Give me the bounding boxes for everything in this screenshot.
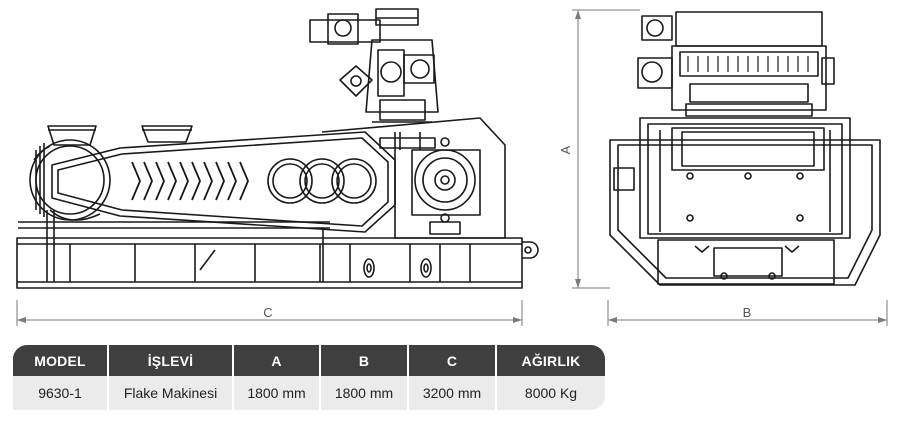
header-a: A xyxy=(234,345,321,376)
dimension-b-label: B xyxy=(743,305,752,320)
roller-drum xyxy=(29,139,111,221)
table-row: 9630-1 Flake Makinesi 1800 mm 1800 mm 32… xyxy=(13,376,605,410)
cell-function: Flake Makinesi xyxy=(109,376,234,410)
cell-b: 1800 mm xyxy=(321,376,409,410)
spec-table-header: MODEL İŞLEVİ A B C AĞIRLIK xyxy=(13,345,605,376)
gearbox-body xyxy=(321,117,506,239)
header-model: MODEL xyxy=(13,345,109,376)
cell-c: 3200 mm xyxy=(409,376,497,410)
feed-hoppers xyxy=(47,125,193,146)
arm-housing xyxy=(51,131,396,233)
dimension-c-label: C xyxy=(263,305,272,320)
base-frame xyxy=(16,210,539,289)
motor-tower xyxy=(309,8,439,123)
header-function: İŞLEVİ xyxy=(109,345,234,376)
front-view xyxy=(609,11,881,286)
machine-technical-drawing: C B A xyxy=(16,8,888,326)
header-c: C xyxy=(409,345,497,376)
header-b: B xyxy=(321,345,409,376)
cell-model: 9630-1 xyxy=(13,376,109,410)
header-weight: AĞIRLIK xyxy=(497,345,605,376)
front-lower-casing xyxy=(609,117,881,286)
cell-weight: 8000 Kg xyxy=(497,376,605,410)
cell-a: 1800 mm xyxy=(234,376,321,410)
front-upper-body xyxy=(637,11,835,117)
spec-table: MODEL İŞLEVİ A B C AĞIRLIK 9630-1 Flake … xyxy=(13,345,605,410)
dimension-a-label: A xyxy=(558,145,573,154)
side-view xyxy=(16,8,539,289)
